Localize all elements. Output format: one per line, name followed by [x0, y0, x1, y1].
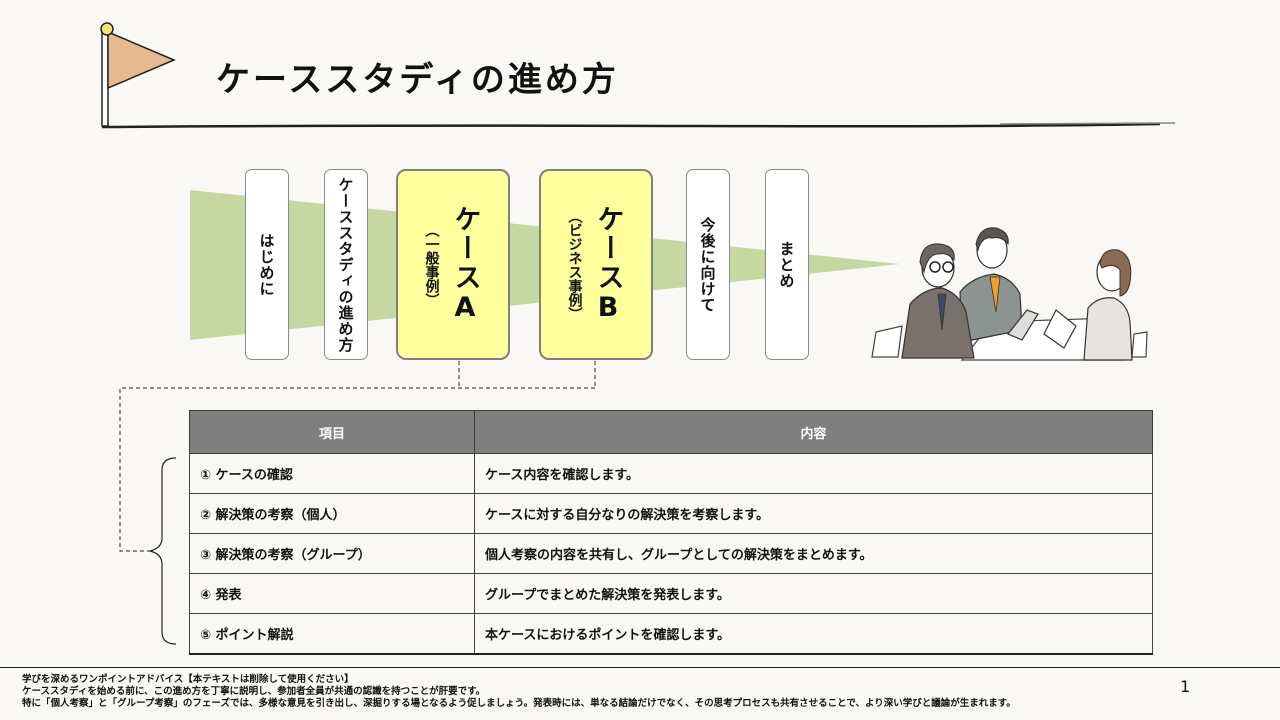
step-label: まとめ: [777, 240, 796, 289]
table-row: ⑤ ポイント解説 本ケースにおけるポイントを確認します。: [189, 613, 1153, 655]
note-line: 特に「個人考察」と「グループ考察」のフェーズでは、多様な意見を引き出し、深掘りす…: [22, 698, 1016, 709]
title-underline: [101, 122, 1176, 129]
step-label: 今後に向けて: [698, 216, 717, 313]
content-cell: グループでまとめた解決策を発表します。: [474, 573, 1153, 614]
page-number: 1: [1180, 677, 1191, 696]
step-label: ケースB: [592, 204, 624, 325]
step-label: ケースA: [449, 204, 481, 325]
note-line: ケーススタディを始める前に、この進め方を丁寧に説明し、参加者全員が共通の認識を持…: [22, 686, 486, 697]
content-cell: 本ケースにおけるポイントを確認します。: [474, 613, 1153, 655]
table-row: ② 解決策の考察（個人） ケースに対する自分なりの解決策を考察します。: [189, 493, 1153, 534]
column-header-content: 内容: [474, 410, 1153, 454]
content-cell: ケースに対する自分なりの解決策を考察します。: [474, 493, 1153, 534]
table-row: ④ 発表 グループでまとめた解決策を発表します。: [189, 573, 1153, 614]
content-cell: ケース内容を確認します。: [474, 453, 1153, 494]
table-row: ① ケースの確認 ケース内容を確認します。: [189, 453, 1153, 494]
item-cell: ① ケースの確認: [189, 453, 475, 494]
step-introduction: はじめに: [245, 169, 289, 360]
table-row: ③ 解決策の考察（グループ） 個人考察の内容を共有し、グループとしての解決策をま…: [189, 533, 1153, 574]
note-line: 学びを深めるワンポイントアドバイス【本テキストは削除して使用ください】: [22, 674, 354, 685]
step-sublabel: （ビジネス事例）: [566, 208, 583, 321]
step-label: ケーススタディの進め方: [336, 176, 355, 353]
step-sublabel: （一般事例）: [423, 222, 440, 307]
column-header-item: 項目: [189, 410, 475, 454]
steps-table: 項目 内容 ① ケースの確認 ケース内容を確認します。 ② 解決策の考察（個人）…: [189, 410, 1153, 655]
flag-icon: [100, 22, 176, 127]
step-how-to-proceed: ケーススタディの進め方: [324, 169, 368, 360]
step-case-a: ケースA （一般事例）: [396, 169, 510, 360]
business-meeting-illustration: [871, 227, 1148, 361]
page-title: ケーススタディの進め方: [216, 60, 619, 100]
table-header-row: 項目 内容: [189, 410, 1153, 454]
item-cell: ⑤ ポイント解説: [189, 613, 475, 655]
speaker-notes: 学びを深めるワンポイントアドバイス【本テキストは削除して使用ください】 ケースス…: [22, 674, 1016, 710]
item-cell: ④ 発表: [189, 573, 475, 614]
step-case-b: ケースB （ビジネス事例）: [539, 169, 653, 360]
table-brace: [149, 457, 177, 645]
item-cell: ② 解決策の考察（個人）: [189, 493, 475, 534]
item-cell: ③ 解決策の考察（グループ）: [189, 533, 475, 574]
step-label: はじめに: [257, 232, 276, 297]
footer-divider: [0, 667, 1280, 668]
step-looking-ahead: 今後に向けて: [686, 169, 730, 360]
step-summary: まとめ: [765, 169, 809, 360]
content-cell: 個人考察の内容を共有し、グループとしての解決策をまとめます。: [474, 533, 1153, 574]
